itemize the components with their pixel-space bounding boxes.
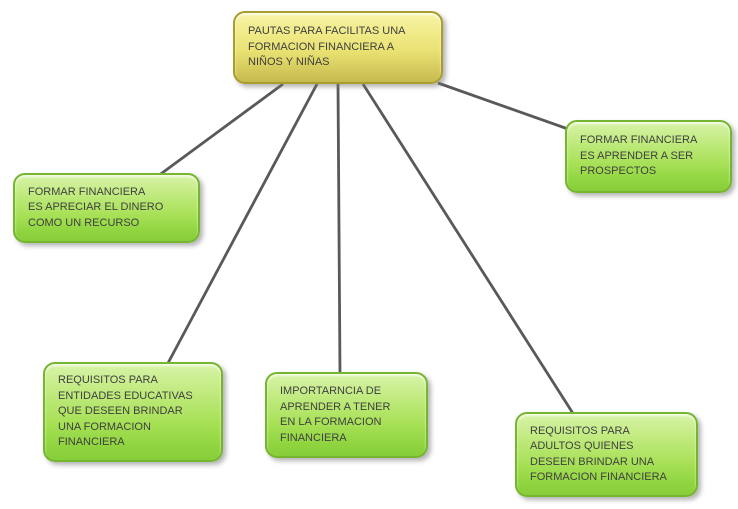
branch-node-label: FORMAR FINANCIERA ES APRECIAR EL DINERO … [28, 185, 164, 229]
branch-node-importancia[interactable]: IMPORTARNCIA DE APRENDER A TENER EN LA F… [265, 372, 428, 458]
root-node[interactable]: PAUTAS PARA FACILITAS UNA FORMACION FINA… [233, 11, 443, 84]
branch-node-apreciar-dinero[interactable]: FORMAR FINANCIERA ES APRECIAR EL DINERO … [13, 173, 200, 243]
connector-root-to-bottom-left [165, 83, 319, 366]
branch-node-requisitos-adultos[interactable]: REQUISITOS PARA ADULTOS QUIENES DESEEN B… [515, 412, 698, 497]
branch-node-requisitos-entidades[interactable]: REQUISITOS PARA ENTIDADES EDUCATIVAS QUE… [43, 362, 223, 462]
connector-root-to-left [157, 82, 284, 178]
connector-root-to-bottom-right [361, 83, 576, 416]
connector-root-to-bottom-middle [336, 83, 342, 376]
root-node-label: PAUTAS PARA FACILITAS UNA FORMACION FINA… [248, 25, 406, 69]
branch-node-label: FORMAR FINANCIERA ES APRENDER A SER PROS… [580, 134, 698, 178]
branch-node-aprender-prospectos[interactable]: FORMAR FINANCIERA ES APRENDER A SER PROS… [565, 120, 732, 193]
branch-node-label: IMPORTARNCIA DE APRENDER A TENER EN LA F… [280, 385, 391, 444]
branch-node-label: REQUISITOS PARA ENTIDADES EDUCATIVAS QUE… [58, 374, 193, 449]
connector-root-to-right [437, 81, 569, 131]
branch-node-label: REQUISITOS PARA ADULTOS QUIENES DESEEN B… [530, 424, 667, 484]
